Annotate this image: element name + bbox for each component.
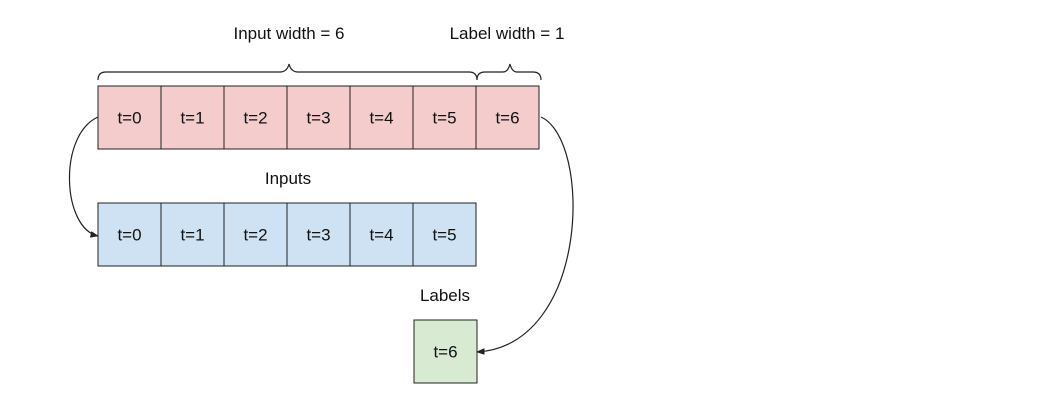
labels-caption: Labels — [420, 286, 470, 305]
inputs-row: t=0 t=1 t=2 t=3 t=4 t=5 — [97, 202, 477, 267]
label-width-brace — [476, 63, 542, 81]
inputs-cell-4 — [349, 202, 414, 267]
inputs-cell-label-0: t=0 — [117, 226, 141, 245]
input-width-brace — [97, 63, 478, 81]
labels-arrow — [476, 116, 574, 355]
input-width-label: Input width = 6 — [233, 24, 344, 43]
window-cell-label-5: t=5 — [432, 109, 456, 128]
window-cell-label-4: t=4 — [369, 109, 393, 128]
inputs-cell-label-4: t=4 — [369, 226, 393, 245]
window-row: t=0 t=1 t=2 t=3 t=4 t=5 t=6 — [97, 85, 540, 150]
window-cell-3 — [286, 85, 351, 150]
window-cell-5 — [412, 85, 477, 150]
window-cell-label-2: t=2 — [243, 109, 267, 128]
window-cell-0 — [97, 85, 162, 150]
window-cell-label-0: t=0 — [117, 109, 141, 128]
label-width-label: Label width = 1 — [450, 24, 565, 43]
inputs-cell-label-2: t=2 — [243, 226, 267, 245]
labels-cell-0 — [413, 319, 478, 384]
inputs-caption: Inputs — [265, 169, 311, 188]
window-cell-2 — [223, 85, 288, 150]
window-cell-label-6: t=6 — [495, 109, 519, 128]
inputs-cell-label-1: t=1 — [180, 226, 204, 245]
inputs-arrow — [68, 116, 99, 238]
window-cell-label-1: t=1 — [180, 109, 204, 128]
inputs-cell-label-5: t=5 — [432, 226, 456, 245]
window-cell-label-3: t=3 — [306, 109, 330, 128]
labels-cell-label-0: t=6 — [433, 343, 457, 362]
inputs-cell-5 — [412, 202, 477, 267]
labels-row: t=6 — [413, 319, 478, 384]
inputs-cell-1 — [160, 202, 225, 267]
inputs-cell-2 — [223, 202, 288, 267]
window-cell-1 — [160, 85, 225, 150]
window-cell-6 — [475, 85, 540, 150]
inputs-cell-label-3: t=3 — [306, 226, 330, 245]
window-cell-4 — [349, 85, 414, 150]
